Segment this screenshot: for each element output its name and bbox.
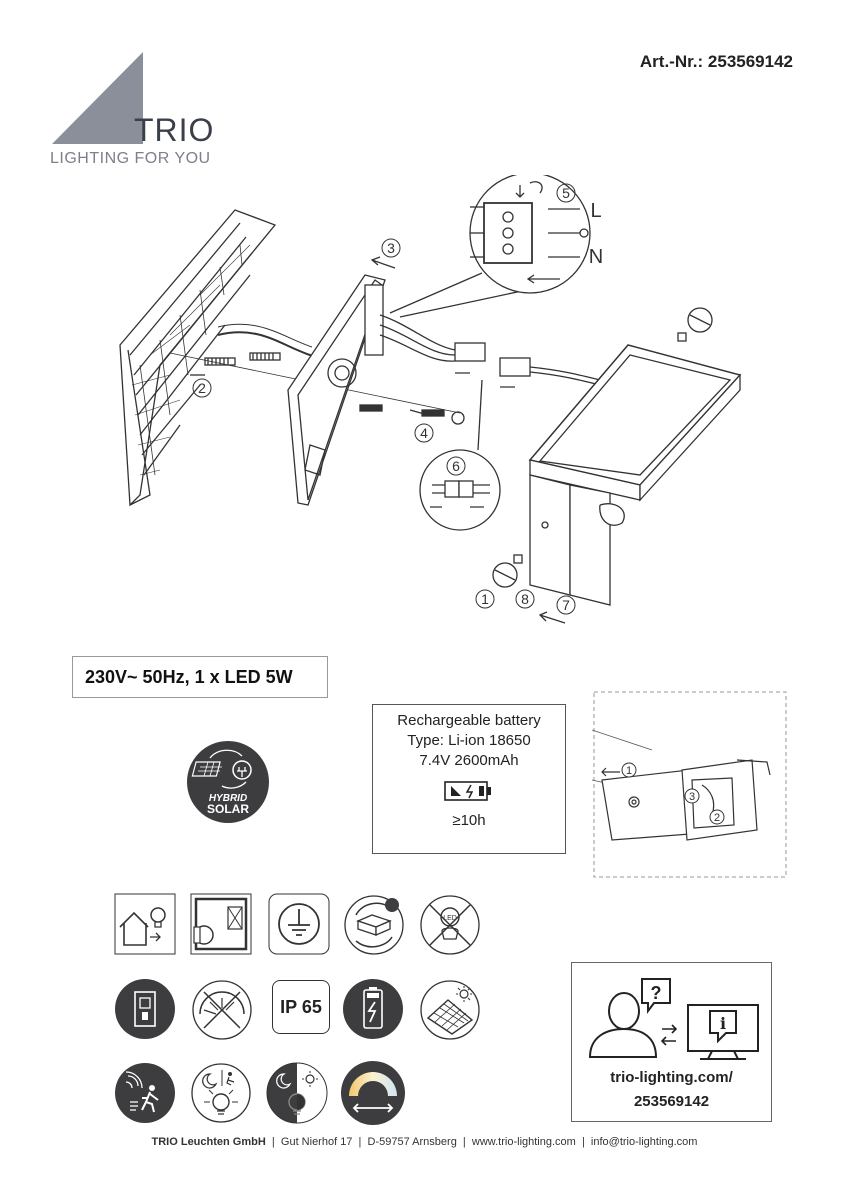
step-2-label: 2 bbox=[198, 380, 206, 396]
footer-city: D-59757 Arnsberg bbox=[367, 1136, 457, 1148]
trio-logo-triangle-icon bbox=[52, 52, 143, 144]
terminal-l-label: L bbox=[590, 200, 601, 222]
footer-email-link[interactable]: info@trio-lighting.com bbox=[590, 1136, 698, 1148]
battery-runtime: ≥10h bbox=[452, 812, 486, 829]
ip65-icon: IP 65 bbox=[272, 980, 330, 1034]
battery-title: Rechargeable battery bbox=[397, 712, 541, 729]
step-5-label: 5 bbox=[562, 185, 570, 201]
brand-tagline: LIGHTING FOR YOU bbox=[50, 150, 211, 167]
badge-line-1: HYBRID bbox=[209, 793, 247, 804]
battery-step-2: 2 bbox=[714, 812, 720, 824]
support-url[interactable]: trio-lighting.com/ bbox=[610, 1069, 733, 1086]
not-dimmable-icon bbox=[192, 980, 252, 1040]
dusk-to-dawn-icon bbox=[266, 1062, 328, 1124]
step-3-label: 3 bbox=[387, 240, 395, 256]
mounting-plate bbox=[287, 274, 386, 506]
step-4-label: 4 bbox=[420, 425, 428, 441]
step-8-label: 8 bbox=[521, 591, 529, 607]
indoor-outdoor-icon bbox=[114, 893, 176, 955]
support-illustration: ? i bbox=[588, 978, 759, 1060]
step-1-label: 1 bbox=[481, 591, 489, 607]
wall-mount-icon bbox=[190, 893, 252, 955]
battery-replacement-diagram: 1 3 2 bbox=[592, 691, 787, 878]
led-not-replaceable-icon: LED bbox=[420, 895, 480, 955]
lamp-body bbox=[528, 344, 742, 606]
assembly-diagram: 2 3 4 5 6 1 8 7 L N bbox=[119, 175, 742, 624]
badge-line-2: SOLAR bbox=[207, 802, 249, 816]
footer-company: TRIO Leuchten GmbH bbox=[151, 1136, 266, 1148]
battery-charge-icon bbox=[444, 781, 491, 801]
dowels-and-screws bbox=[169, 352, 465, 425]
color-temperature-icon bbox=[341, 1061, 405, 1125]
battery-type: Type: Li-ion 18650 bbox=[407, 732, 531, 749]
motion-sensor-icon bbox=[115, 1063, 175, 1123]
solar-panel-icon bbox=[420, 980, 480, 1040]
hybrid-solar-badge: HYBRID SOLAR bbox=[187, 741, 269, 823]
brand-name: TRIO bbox=[134, 112, 215, 148]
switch-icon bbox=[115, 979, 175, 1039]
footer-web-link[interactable]: www.trio-lighting.com bbox=[471, 1136, 576, 1148]
battery-info-box: Rechargeable battery Type: Li-ion 18650 … bbox=[372, 704, 566, 854]
svg-text:?: ? bbox=[651, 983, 662, 1003]
dusk-motion-icon bbox=[191, 1063, 251, 1123]
support-box: ? i trio-lighting.com/ 253569142 bbox=[571, 962, 772, 1122]
footer: TRIO Leuchten GmbH | Gut Nierhof 17 | D-… bbox=[151, 1136, 698, 1148]
step-6-label: 6 bbox=[452, 458, 460, 474]
battery-capacity: 7.4V 2600mAh bbox=[419, 752, 519, 769]
article-number: Art.-Nr.: 253569142 bbox=[639, 52, 793, 71]
terminal-n-label: N bbox=[589, 246, 603, 268]
support-code: 253569142 bbox=[633, 1093, 710, 1110]
footer-address: Gut Nierhof 17 bbox=[280, 1136, 353, 1148]
svg-text:i: i bbox=[720, 1014, 726, 1033]
wall-illustration bbox=[119, 209, 277, 507]
battery-step-3: 3 bbox=[689, 791, 695, 803]
protective-earth-icon bbox=[268, 893, 330, 955]
battery-step-1: 1 bbox=[626, 765, 632, 777]
driver-replaceable-icon bbox=[344, 895, 404, 955]
step-7-label: 7 bbox=[562, 597, 570, 613]
rechargeable-battery-icon bbox=[343, 979, 403, 1039]
electrical-spec: 230V~ 50Hz, 1 x LED 5W bbox=[72, 656, 328, 698]
led-text: LED bbox=[443, 915, 457, 922]
